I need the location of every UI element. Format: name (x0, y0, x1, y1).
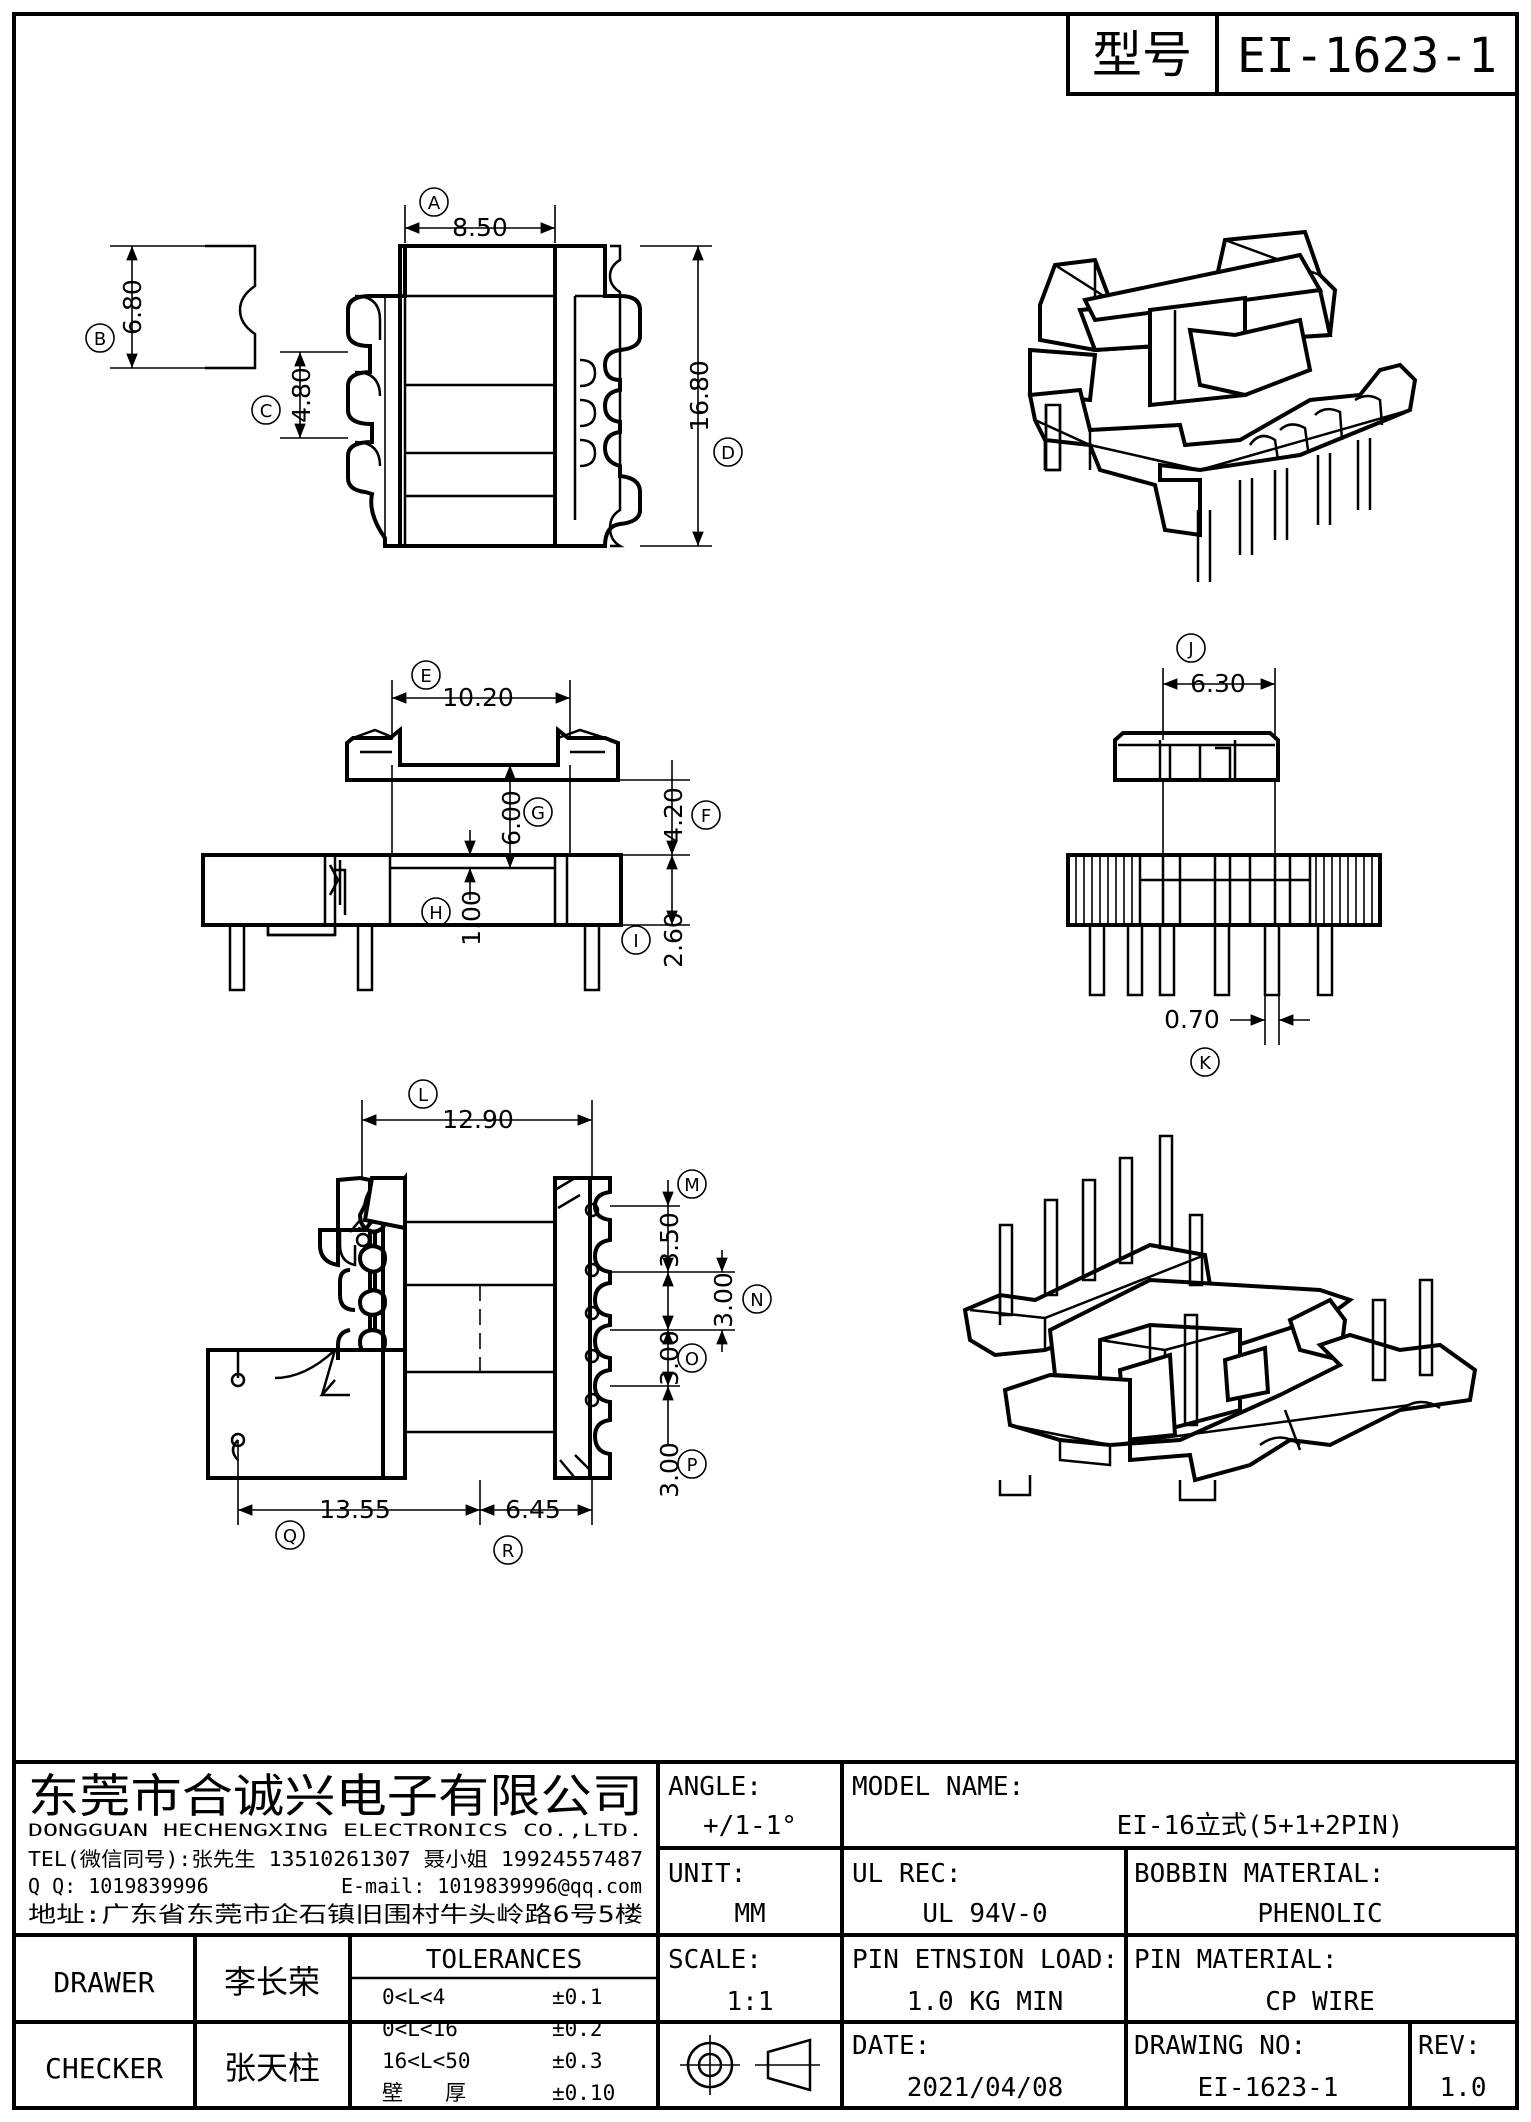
company-name-en: DONGGUAN HECHENGXING ELECTRONICS CO.,LTD… (28, 1821, 643, 1841)
date-label: DATE: (852, 2031, 930, 2061)
tolerances-title: TOLERANCES (426, 1945, 583, 1975)
dim-m-value: 3.50 (655, 1212, 684, 1268)
unit-value: MM (734, 1899, 765, 1929)
dim-g-value: 6.00 (497, 790, 526, 846)
drawing-no-label: DRAWING NO: (1134, 2031, 1306, 2061)
dim-g-letter: G (531, 803, 545, 824)
dim-e-value: 10.20 (442, 683, 514, 712)
scale-value: 1:1 (727, 1987, 774, 2017)
scale-label: SCALE: (668, 1945, 762, 1975)
bottom-view-dimensions: L 12.90 3.50 M 3.00 N 3.00 O 3.00 P (237, 1079, 772, 1565)
tolerance-range: 0<L<4 (382, 1985, 445, 2009)
side-view (1066, 731, 1382, 997)
dim-f-letter: F (701, 806, 711, 827)
model-header: 型号 EI-1623-1 (1066, 12, 1519, 96)
dim-p-letter: P (687, 1455, 698, 1476)
dim-r-letter: R (502, 1541, 515, 1562)
model-name-value: EI-16立式(5+1+2PIN) (1117, 1811, 1404, 1841)
company-address: 地址:广东省东莞市企石镇旧围村牛头岭路6号5楼 (28, 1903, 643, 1928)
drawing-no-value: EI-1623-1 (1198, 2073, 1339, 2103)
tolerance-value: ±0.3 (552, 2049, 603, 2073)
dim-d-letter: D (721, 443, 735, 464)
pin-material-value: CP WIRE (1265, 1987, 1375, 2017)
dim-f-value: 4.20 (659, 787, 688, 843)
dim-l-value: 12.90 (442, 1105, 514, 1134)
dim-q-value: 13.55 (319, 1495, 391, 1524)
top-view (205, 244, 642, 548)
drawer-value: 李长荣 (224, 1963, 320, 2001)
ul-rec-value: UL 94V-0 (922, 1899, 1047, 1929)
company-qq: Q Q: 1019839996 (28, 1874, 209, 1898)
sheet-border (12, 12, 1519, 2110)
pin-material-label: PIN MATERIAL: (1134, 1945, 1338, 1975)
tolerance-value: ±0.1 (552, 1985, 603, 2009)
dim-i-letter: I (633, 931, 638, 952)
bobbin-material-label: BOBBIN MATERIAL: (1134, 1859, 1384, 1889)
model-header-number: EI-1623-1 (1237, 28, 1497, 84)
angle-label: ANGLE: (668, 1772, 762, 1802)
tolerance-range: 16<L<50 (382, 2049, 471, 2073)
company-tel: TEL(微信同号):张先生 13510261307 聂小姐 1992455748… (28, 1847, 643, 1871)
title-block: 东莞市合诚兴电子有限公司 DONGGUAN HECHENGXING ELECTR… (14, 1760, 1517, 2108)
dim-n-letter: N (750, 1290, 763, 1311)
checker-label: CHECKER (45, 2052, 163, 2085)
model-header-label: 型号 (1092, 26, 1192, 84)
pin-tension-label: PIN ETNSION LOAD: (852, 1945, 1118, 1975)
dim-k-letter: K (1199, 1053, 1212, 1074)
pin-tension-value: 1.0 KG MIN (907, 1987, 1064, 2017)
model-name-label: MODEL NAME: (852, 1772, 1024, 1802)
front-view (201, 725, 623, 992)
dim-l-letter: L (418, 1085, 428, 1106)
front-view-dimensions: E 10.20 4.20 F 6.00 G 1.00 H 2.60 I (391, 660, 721, 968)
date-value: 2021/04/08 (907, 2073, 1064, 2103)
dim-d-value: 16.80 (685, 360, 714, 432)
angle-value: +/1-1° (703, 1811, 797, 1841)
dim-a-letter: A (428, 193, 441, 214)
dim-j-value: 6.30 (1190, 669, 1246, 698)
dim-h-letter: H (429, 903, 443, 924)
company-name-cn: 东莞市合诚兴电子有限公司 (28, 1769, 643, 1823)
dim-o-value: 3.00 (655, 1330, 684, 1386)
bottom-view (206, 1172, 612, 1480)
iso-view-bottom (962, 1134, 1478, 1502)
iso-view-top (1027, 229, 1418, 582)
dim-a-value: 8.50 (452, 213, 508, 242)
drawer-label: DRAWER (53, 1966, 154, 1999)
company-email: E-mail: 1019839996@qq.com (341, 1874, 642, 1898)
dim-i-value: 2.60 (659, 912, 688, 968)
dim-b-value: 6.80 (118, 279, 147, 335)
dim-c-letter: C (260, 401, 273, 422)
dim-b-letter: B (94, 329, 106, 350)
tolerance-table: 0<L<4 ±0.1 0<L<16 ±0.2 16<L<50 ±0.3 壁 厚 ±0.10 (382, 1985, 615, 2105)
dim-c-value: 4.80 (287, 367, 316, 423)
checker-value: 张天柱 (224, 2049, 320, 2087)
ul-rec-label: UL REC: (852, 1859, 962, 1889)
tolerance-value: ±0.10 (552, 2081, 615, 2105)
dim-o-letter: O (685, 1349, 699, 1370)
bobbin-material-value: PHENOLIC (1257, 1899, 1382, 1929)
dim-k-value: 0.70 (1164, 1005, 1220, 1034)
dim-h-value: 1.00 (457, 890, 486, 946)
tolerance-range: 0<L<16 (382, 2017, 458, 2041)
dim-n-value: 3.00 (709, 1272, 738, 1328)
dim-q-letter: Q (283, 1526, 297, 1547)
rev-value: 1.0 (1440, 2073, 1487, 2103)
tolerance-range: 壁 厚 (382, 2081, 466, 2105)
dim-r-value: 6.45 (505, 1495, 561, 1524)
side-view-dimensions: J 6.30 0.70 K (1162, 633, 1310, 1077)
tolerance-value: ±0.2 (552, 2017, 603, 2041)
unit-label: UNIT: (668, 1859, 746, 1889)
dim-j-letter: J (1187, 639, 1193, 660)
dim-m-letter: M (684, 1175, 700, 1196)
projection-symbol (680, 2035, 820, 2095)
dim-e-letter: E (420, 666, 431, 687)
rev-label: REV: (1418, 2031, 1481, 2061)
top-view-dimensions: A 8.50 6.80 B 4.80 C 16.80 D (85, 187, 743, 547)
